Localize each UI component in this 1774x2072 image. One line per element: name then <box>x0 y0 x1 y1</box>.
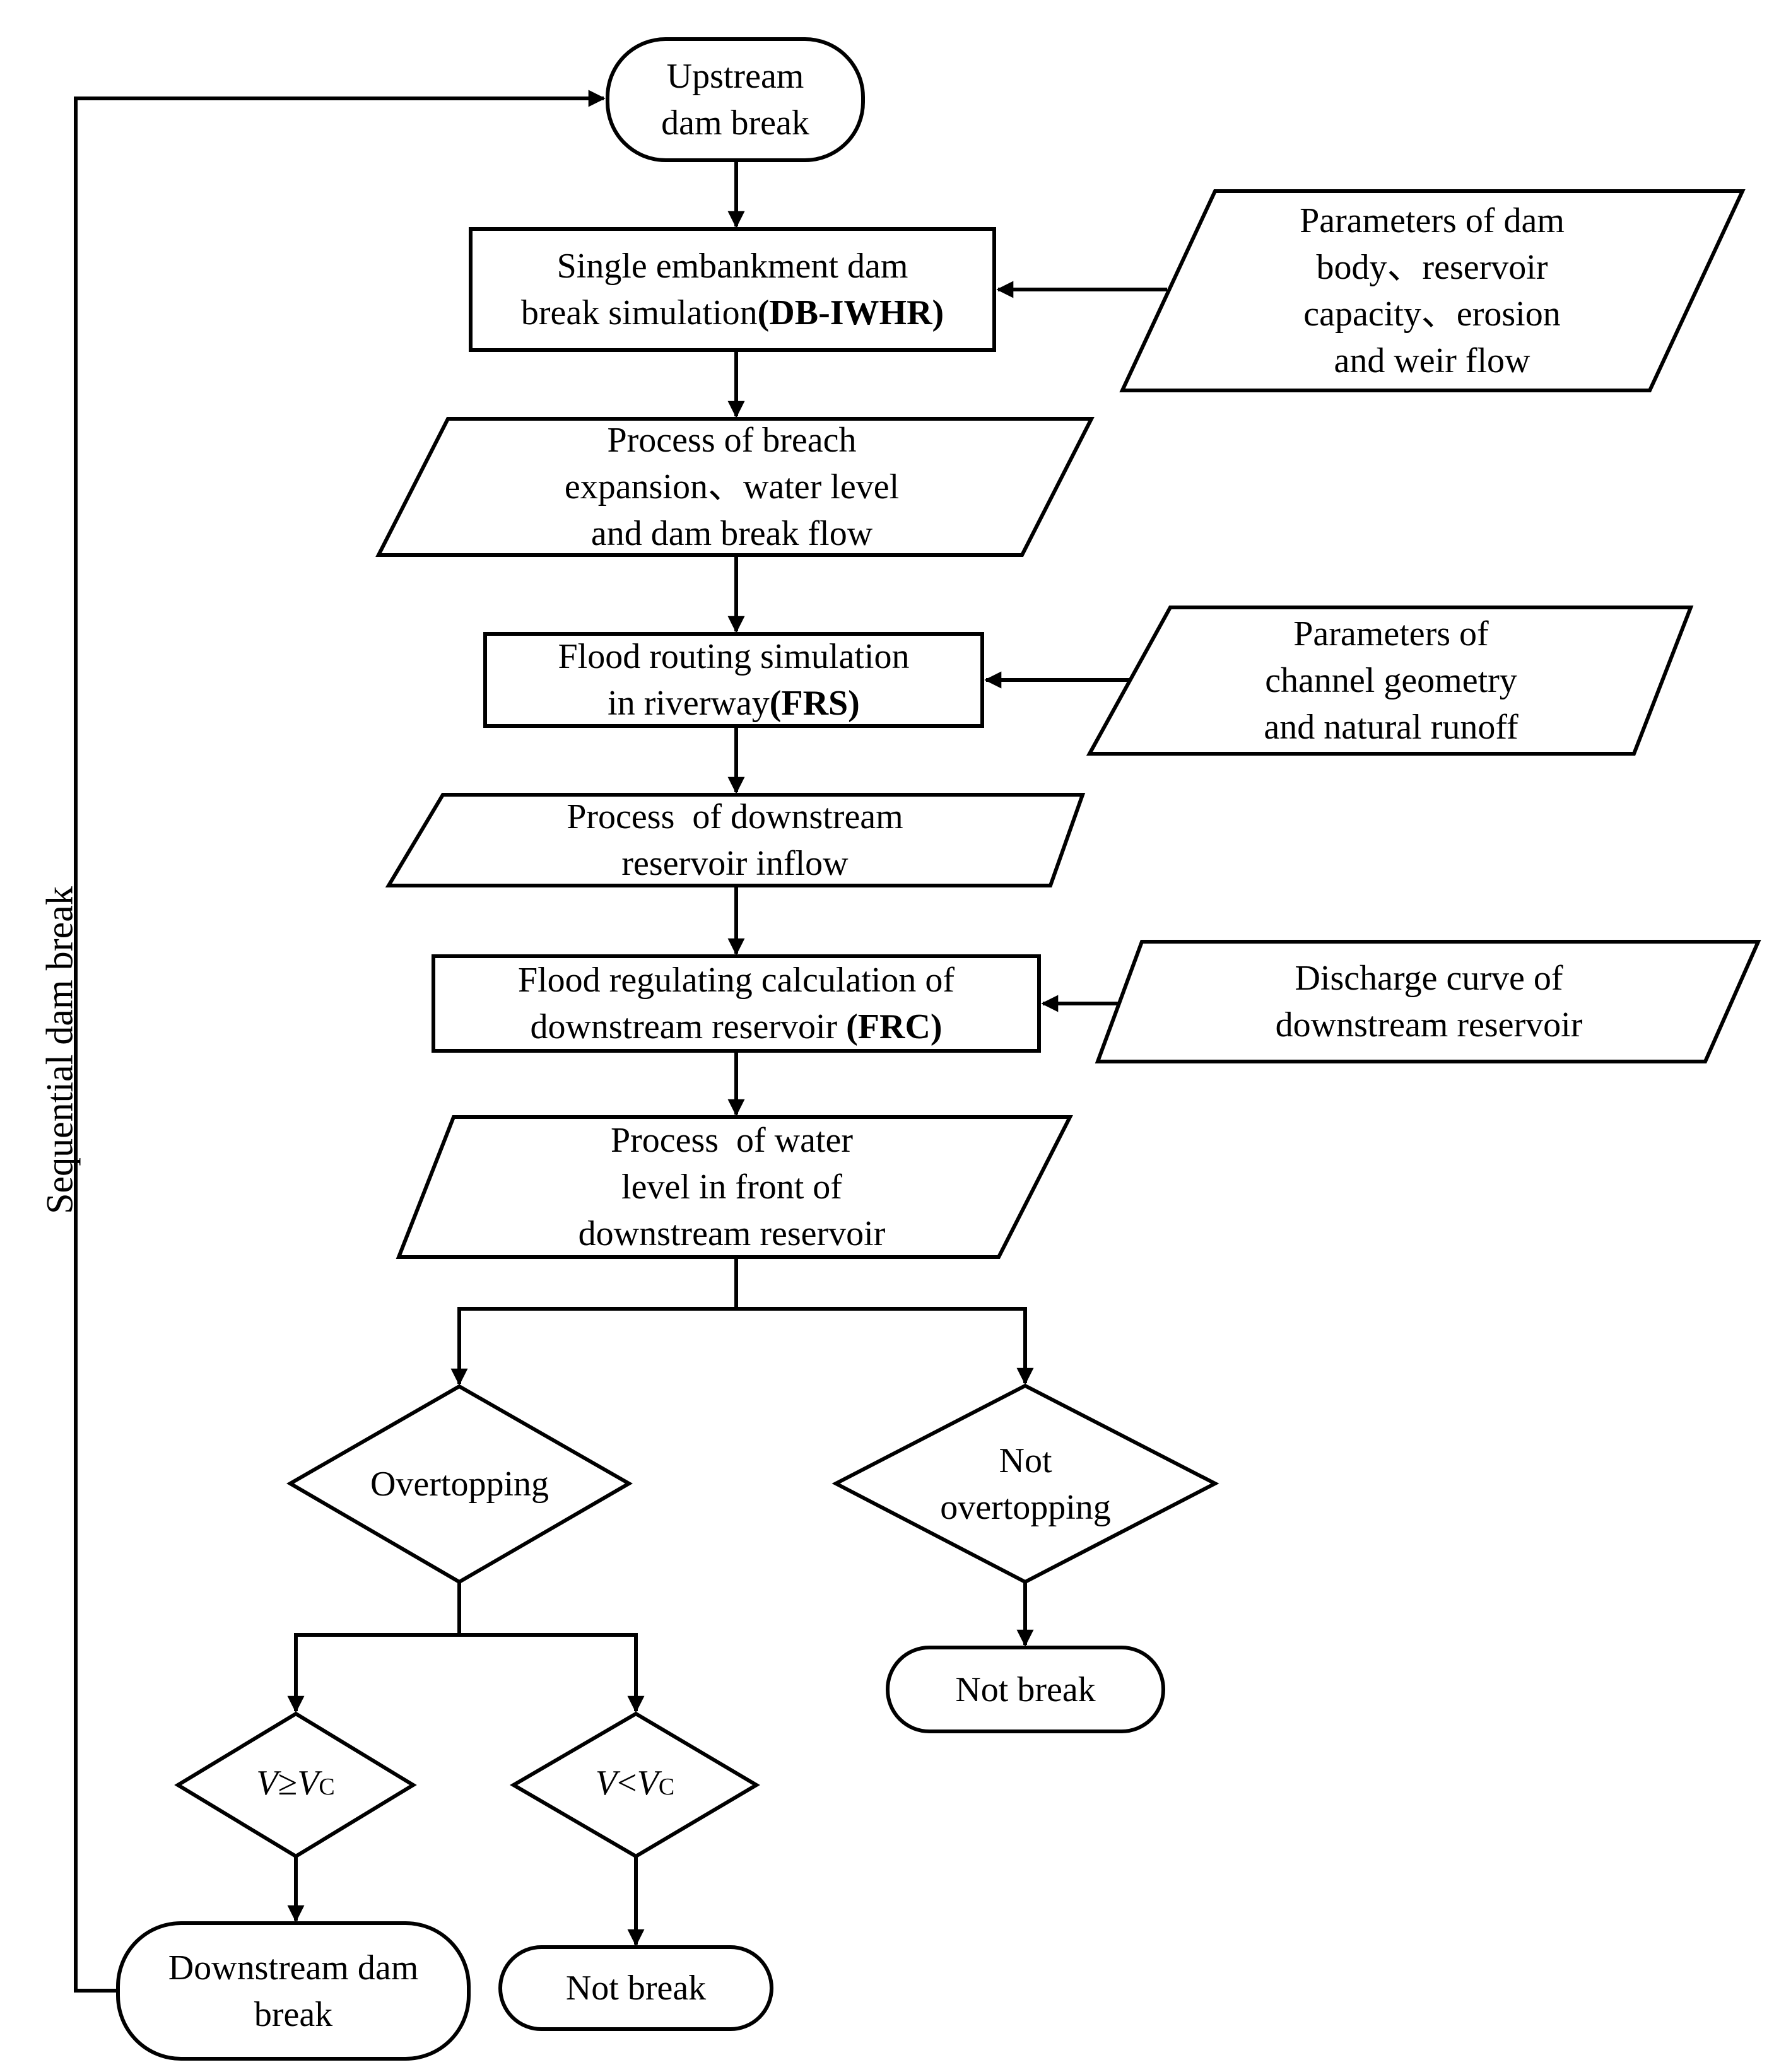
overtopping-text: Overtopping <box>370 1465 549 1504</box>
split-overtopping-right <box>459 1633 645 1713</box>
breach-line3: and dam break flow <box>590 514 873 553</box>
single-dam-sim-label: Single embankment dam break simulation(D… <box>471 229 994 350</box>
discharge-line1: Discharge curve of <box>1295 959 1563 998</box>
breach-line1: Process of breach <box>607 421 857 460</box>
flood-routing-line2: in riverway(FRS) <box>608 680 860 727</box>
not-break-right-terminal <box>886 1646 1165 1733</box>
dam-params-label: Parameters of dam body、reservoir capacit… <box>1161 191 1703 390</box>
lt-operator: < <box>617 1764 637 1803</box>
downstream-line2: break <box>254 1994 333 2034</box>
frs-tag: (FRS) <box>769 684 860 723</box>
upstream-dam-break-label: Upstream dam break <box>608 39 863 160</box>
flood-routing-line1: Flood routing simulation <box>558 637 910 676</box>
flood-regulating-label: Flood regulating calculation of downstre… <box>433 956 1039 1051</box>
not-break-right-label: Not break <box>888 1648 1163 1731</box>
inflow-process-label: Process of downstream reservoir inflow <box>416 795 1054 886</box>
dam-params-line1: Parameters of dam <box>1300 201 1565 240</box>
feedback-loop-arrow <box>74 90 606 1993</box>
single-dam-sim-line2-text: break simulation <box>520 293 758 332</box>
channel-line3: and natural runoff <box>1264 708 1518 747</box>
upstream-line1: Upstream <box>666 57 804 96</box>
vc-subscript: C <box>658 1774 675 1800</box>
breach-process-parallelogram <box>375 417 1095 557</box>
dam-params-line4: and weir flow <box>1334 341 1530 380</box>
not-break-bottom-terminal <box>498 1945 773 2031</box>
downstream-dam-break-label: Downstream dam break <box>118 1923 469 2059</box>
water-level-line3: downstream reservoir <box>578 1214 886 1253</box>
not-break-bottom-text: Not break <box>565 1969 707 2008</box>
v-ge-vc-label: V≥VC <box>178 1714 413 1856</box>
regulating-line2: downstream reservoir (FRC) <box>530 1004 942 1050</box>
water-level-line2: level in front of <box>621 1168 842 1207</box>
breach-line2: expansion、water level <box>564 467 900 506</box>
downstream-line1: Downstream dam <box>168 1948 419 1987</box>
v-ge-vc-expr: V≥VC <box>256 1760 335 1810</box>
ge-operator: ≥ <box>278 1764 298 1803</box>
overtopping-label: Overtopping <box>290 1386 629 1582</box>
v-symbol: V <box>256 1764 278 1803</box>
channel-line1: Parameters of <box>1293 614 1489 653</box>
dam-params-parallelogram <box>1119 189 1746 392</box>
sequential-dam-break-label: Sequential dam break <box>13 833 107 1268</box>
discharge-curve-label: Discharge curve of downstream reservoir <box>1129 942 1729 1062</box>
water-level-process-parallelogram <box>396 1115 1073 1259</box>
vc-subscript: C <box>319 1774 335 1800</box>
flood-routing-line2-text: in riverway <box>608 684 770 723</box>
db-iwhr-tag: (DB-IWHR) <box>757 293 944 332</box>
single-dam-sim-box <box>469 227 996 352</box>
breach-process-label: Process of breach expansion、water level … <box>416 419 1047 555</box>
split-waterlevel-right <box>736 1307 1034 1385</box>
not-overtopping-line2: overtopping <box>940 1487 1111 1527</box>
flood-routing-label: Flood routing simulation in riverway(FRS… <box>485 634 982 726</box>
sequential-dam-break-text: Sequential dam break <box>38 886 81 1214</box>
single-dam-sim-line2: break simulation(DB-IWHR) <box>521 290 944 336</box>
not-break-bottom-label: Not break <box>500 1947 772 2029</box>
dam-params-line3: capacity、erosion <box>1303 295 1561 334</box>
channel-params-label: Parameters of channel geometry and natur… <box>1129 607 1653 754</box>
discharge-line2: downstream reservoir <box>1275 1005 1583 1045</box>
v-lt-vc-label: V<VC <box>514 1714 756 1856</box>
not-overtopping-label: Not overtopping <box>836 1386 1215 1582</box>
upstream-line2: dam break <box>661 103 809 143</box>
inflow-process-parallelogram <box>385 793 1086 887</box>
dam-params-line2: body、reservoir <box>1316 248 1548 287</box>
channel-params-parallelogram <box>1086 606 1694 756</box>
flood-routing-box <box>483 632 984 728</box>
vc-symbol: V <box>297 1764 319 1803</box>
regulating-line2-text: downstream reservoir <box>530 1007 847 1046</box>
v-symbol: V <box>595 1764 618 1803</box>
inflow-line2: reservoir inflow <box>621 844 849 883</box>
water-level-process-label: Process of water level in front of downs… <box>429 1117 1035 1257</box>
water-level-line1: Process of water <box>610 1121 854 1160</box>
channel-line2: channel geometry <box>1265 661 1517 700</box>
vc-symbol: V <box>637 1764 659 1803</box>
regulating-line1: Flood regulating calculation of <box>517 961 955 1000</box>
single-dam-sim-line1: Single embankment dam <box>556 247 908 286</box>
not-overtopping-line1: Not <box>999 1441 1052 1480</box>
not-break-right-text: Not break <box>955 1670 1096 1709</box>
split-overtopping <box>287 1582 461 1713</box>
inflow-line1: Process of downstream <box>567 797 903 836</box>
v-lt-vc-expr: V<VC <box>596 1760 674 1810</box>
split-waterlevel <box>450 1257 738 1386</box>
discharge-curve-parallelogram <box>1095 940 1761 1063</box>
frc-tag: (FRC) <box>846 1007 943 1046</box>
